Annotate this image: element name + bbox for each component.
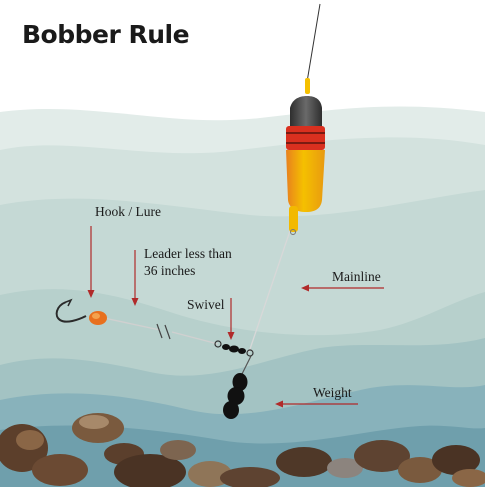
rock: [276, 447, 332, 477]
bobber-eye: [290, 229, 296, 235]
label-swivel: Swivel: [187, 297, 225, 312]
rock: [452, 469, 485, 487]
bobber: [286, 78, 325, 235]
rock: [160, 440, 196, 460]
rock: [16, 430, 44, 450]
hook: [55, 301, 87, 323]
bobber-tip: [305, 78, 310, 94]
bobber-stem: [289, 206, 298, 232]
label-leader-line-2: 36 inches: [144, 263, 196, 278]
label-mainline: Mainline: [332, 269, 381, 284]
hook-barb: [65, 298, 73, 307]
rock: [79, 415, 109, 429]
weight-arrowhead: [275, 400, 283, 408]
swivel-ring: [246, 349, 254, 357]
leader-arrowhead: [131, 298, 139, 306]
bobber-cap: [290, 96, 322, 128]
swivel: [214, 340, 254, 357]
bobber-body: [286, 150, 325, 212]
leader-line: [103, 317, 161, 331]
rock: [398, 457, 442, 483]
split-shot: [227, 387, 245, 405]
mainline: [248, 221, 294, 353]
lure-highlight: [92, 313, 100, 319]
rock: [432, 445, 480, 475]
rock: [220, 467, 280, 487]
rock: [327, 458, 363, 478]
hook-and-lure: [55, 298, 107, 325]
rock: [32, 454, 88, 486]
pointer-arrows: [87, 226, 384, 408]
rock: [114, 454, 186, 487]
label-hook-lure: Hook / Lure: [95, 204, 161, 219]
bobber-band-stripe: [286, 132, 325, 134]
label-weight: Weight: [313, 385, 352, 400]
split-shot: [232, 373, 248, 391]
swivel-bead: [229, 345, 239, 353]
swivel-bead: [238, 348, 246, 354]
leader-line: [171, 331, 219, 345]
mainline-above-bobber: [306, 3, 321, 83]
swivel-ring: [214, 340, 222, 348]
hook-arrowhead: [87, 290, 95, 298]
split-shot: [223, 401, 239, 419]
mainline-arrowhead: [301, 284, 309, 292]
rocks: [0, 413, 485, 487]
diagram-title: Bobber Rule: [22, 20, 190, 49]
label-leader-line-1: Leader less than: [144, 246, 232, 261]
swivel-arrowhead: [227, 332, 235, 340]
swivel-bead: [222, 344, 230, 350]
bobber-band-stripe: [286, 142, 325, 144]
fishing-rig: [55, 3, 325, 419]
leader: [103, 317, 219, 345]
rock: [354, 440, 410, 472]
weight: [223, 373, 248, 419]
bobber-band: [286, 126, 325, 150]
leader-break-mark: [156, 323, 171, 340]
